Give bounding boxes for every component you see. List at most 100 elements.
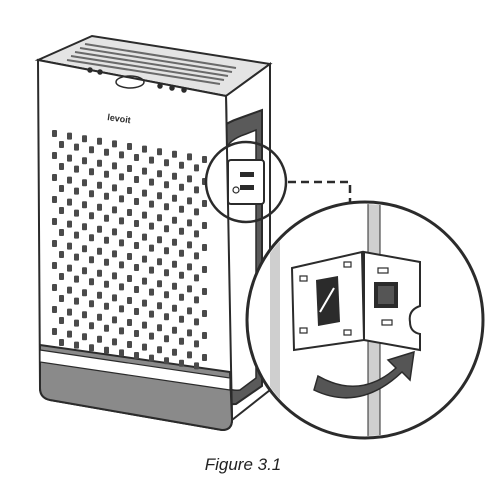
perforation-hole — [194, 318, 199, 326]
perforation-hole — [194, 208, 199, 216]
perforation-hole — [194, 274, 199, 282]
perforation-hole — [104, 148, 109, 156]
perforation-hole — [157, 302, 162, 310]
perforation-hole — [82, 135, 87, 143]
perforation-hole — [67, 132, 72, 140]
perforation-hole — [112, 228, 117, 236]
perforation-hole — [52, 284, 57, 291]
perforation-hole — [119, 349, 124, 357]
perforation-hole — [179, 359, 184, 367]
perforation-hole — [119, 239, 124, 247]
perforation-hole — [134, 330, 139, 337]
perforation-hole — [127, 187, 132, 194]
perforation-hole — [97, 225, 102, 233]
perforation-hole — [74, 165, 79, 173]
perforation-hole — [127, 253, 132, 260]
perforation-hole — [52, 130, 57, 137]
perforation-hole — [134, 176, 139, 183]
perforation-hole — [134, 154, 139, 161]
perforation-hole — [104, 280, 109, 288]
perforation-hole — [67, 154, 72, 162]
highlight-circle — [204, 140, 288, 224]
perforation-hole — [187, 285, 192, 293]
perforation-hole — [179, 227, 184, 235]
perforation-hole — [142, 167, 147, 175]
perforation-hole — [59, 273, 64, 280]
perforation-hole — [187, 197, 192, 205]
perforation-hole — [149, 310, 154, 318]
perforation-hole — [97, 269, 102, 277]
door-switch-window — [316, 276, 340, 326]
perforation-hole — [112, 272, 117, 280]
perforation-hole — [74, 253, 79, 261]
figure-caption: Figure 3.1 — [204, 455, 282, 474]
perforation-hole — [142, 233, 147, 241]
perforation-hole — [202, 200, 207, 207]
perforation-hole — [119, 327, 124, 335]
perforation-hole — [59, 251, 64, 258]
perforation-hole — [187, 263, 192, 271]
perforation-hole — [82, 179, 87, 187]
perforation-hole — [52, 262, 57, 269]
perforation-hole — [112, 316, 117, 324]
perforation-hole — [82, 245, 87, 253]
perforation-hole — [194, 362, 199, 370]
perforation-hole — [202, 244, 207, 251]
perforation-hole — [157, 148, 162, 156]
perforation-hole — [104, 236, 109, 244]
perforation-hole — [142, 255, 147, 263]
perforation-hole — [112, 206, 117, 214]
perforation-hole — [104, 302, 109, 310]
perforation-hole — [74, 231, 79, 239]
perforation-hole — [134, 352, 139, 359]
perforation-hole — [202, 310, 207, 317]
control-panel — [87, 67, 187, 93]
perforation-hole — [172, 194, 177, 202]
perforation-hole — [74, 187, 79, 195]
perforation-hole — [119, 261, 124, 269]
perforation-hole — [119, 151, 124, 159]
perforation-hole — [112, 184, 117, 192]
perforation-hole — [164, 225, 169, 233]
perforation-hole — [97, 181, 102, 189]
perforation-hole — [52, 240, 57, 247]
perforation-hole — [89, 344, 94, 352]
perforation-hole — [149, 354, 154, 362]
perforation-hole — [194, 296, 199, 304]
perforation-hole — [82, 333, 87, 341]
perforation-hole — [194, 340, 199, 348]
perforation-hole — [194, 186, 199, 194]
perforation-hole — [59, 163, 64, 170]
perforation-hole — [179, 315, 184, 323]
perforation-hole — [179, 337, 184, 345]
perforation-hole — [112, 338, 117, 346]
perforation-hole — [172, 326, 177, 334]
perforation-hole — [89, 256, 94, 264]
perforation-hole — [112, 294, 117, 302]
perforation-hole — [142, 343, 147, 351]
perforation-hole — [67, 242, 72, 250]
perforation-hole — [82, 201, 87, 209]
perforation-hole — [104, 192, 109, 200]
perforation-hole — [67, 264, 72, 272]
perforation-hole — [89, 278, 94, 286]
perforation-hole — [127, 209, 132, 216]
perforation-hole — [127, 143, 132, 150]
perforation-hole — [164, 159, 169, 167]
perforation-hole — [187, 241, 192, 249]
perforation-hole — [104, 346, 109, 354]
perforation-hole — [97, 313, 102, 321]
perforation-hole — [149, 178, 154, 186]
perforation-hole — [89, 234, 94, 242]
perforation-hole — [59, 295, 64, 302]
perforation-hole — [119, 173, 124, 181]
zoom-side-band-left — [270, 204, 280, 436]
perforation-hole — [127, 231, 132, 238]
perforation-hole — [149, 244, 154, 252]
perforation-hole — [157, 170, 162, 178]
perforation-hole — [52, 152, 57, 159]
purifier-base-strip — [39, 349, 231, 391]
perforation-hole — [82, 289, 87, 297]
perforation-hole — [172, 150, 177, 158]
perforation-hole — [67, 330, 72, 338]
